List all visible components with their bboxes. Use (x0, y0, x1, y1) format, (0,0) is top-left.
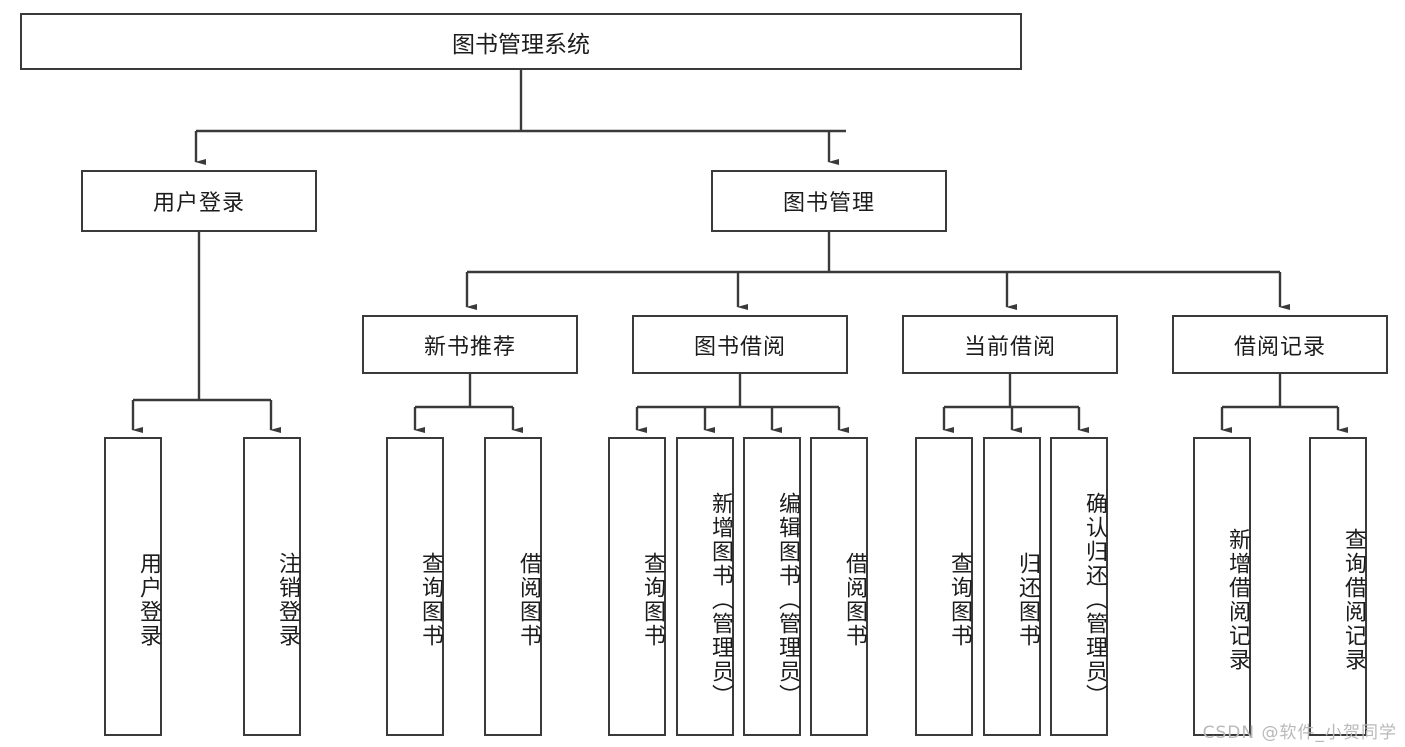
leaf-records-query-record[interactable]: 查询借阅记录 (1309, 437, 1367, 736)
leaf-borrow-add-book[interactable]: 新增图书（管理员） (676, 437, 734, 736)
node-user-login[interactable]: 用户登录 (81, 170, 317, 232)
node-label: 图书借阅 (693, 334, 786, 360)
leaf-records-add-record[interactable]: 新增借阅记录 (1193, 437, 1251, 736)
node-borrow-records[interactable]: 借阅记录 (1172, 315, 1388, 374)
node-label: 图书管理系统 (452, 31, 590, 58)
leaf-recommend-query-book[interactable]: 查询图书 (386, 437, 444, 736)
leaf-user-login-login[interactable]: 用户登录 (104, 437, 162, 736)
watermark: CSDN @软件_小贺同学 (1202, 723, 1397, 743)
leaf-current-query-book[interactable]: 查询图书 (915, 437, 973, 736)
node-label: 归还图书 (1015, 551, 1040, 648)
node-book-management[interactable]: 图书管理 (711, 170, 947, 232)
leaf-borrow-edit-book[interactable]: 编辑图书（管理员） (743, 437, 801, 736)
leaf-borrow-query-book[interactable]: 查询图书 (608, 437, 666, 736)
node-new-book-recommend[interactable]: 新书推荐 (362, 315, 578, 374)
node-label: 查询图书 (418, 551, 443, 648)
node-label: 编辑图书（管理员） (775, 491, 800, 708)
node-label: 用户登录 (152, 191, 245, 216)
node-label: 借阅记录 (1233, 334, 1326, 360)
node-label: 借阅图书 (516, 551, 541, 648)
node-label: 新增图书（管理员） (708, 491, 733, 708)
node-label: 图书管理 (782, 191, 875, 216)
node-label: 查询图书 (947, 551, 972, 648)
node-root-system[interactable]: 图书管理系统 (20, 13, 1022, 70)
node-label: 当前借阅 (963, 334, 1056, 360)
leaf-borrow-borrow-book[interactable]: 借阅图书 (810, 437, 868, 736)
leaf-current-confirm-return[interactable]: 确认归还（管理员） (1050, 437, 1108, 736)
node-label: 注销登录 (275, 551, 300, 648)
node-label: 查询图书 (640, 551, 665, 648)
leaf-recommend-borrow-book[interactable]: 借阅图书 (484, 437, 542, 736)
node-book-borrow[interactable]: 图书借阅 (632, 315, 848, 374)
node-label: 新增借阅记录 (1225, 527, 1250, 672)
node-current-borrow[interactable]: 当前借阅 (902, 315, 1118, 374)
leaf-current-return-book[interactable]: 归还图书 (983, 437, 1041, 736)
node-label: 查询借阅记录 (1341, 527, 1366, 672)
leaf-user-login-logout[interactable]: 注销登录 (243, 437, 301, 736)
node-label: 用户登录 (136, 551, 161, 648)
node-label: 新书推荐 (423, 334, 516, 360)
node-label: 借阅图书 (842, 551, 867, 648)
node-label: 确认归还（管理员） (1082, 491, 1107, 708)
